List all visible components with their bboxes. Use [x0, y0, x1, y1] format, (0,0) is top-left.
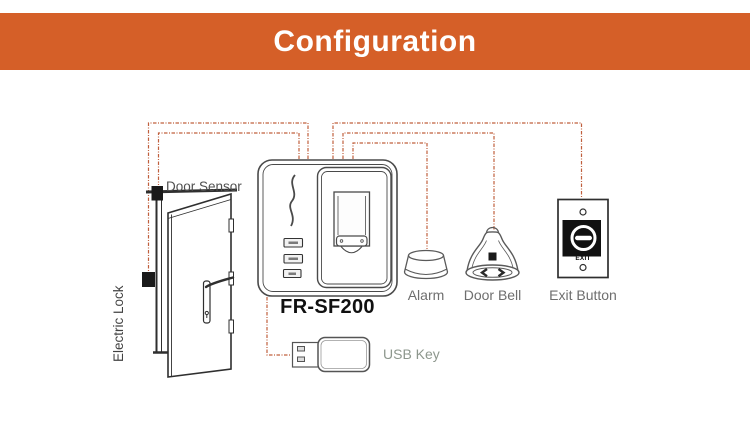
- usb-key-label: USB Key: [383, 346, 440, 362]
- wave-decoration-icon: [289, 174, 296, 227]
- door-sensor-icon: [151, 186, 163, 201]
- fingerprint-device-icon: [257, 159, 398, 297]
- fingerprint-window-icon: [316, 166, 392, 289]
- wire-usb-key: [266, 297, 291, 356]
- device-model-label: FR-SF200: [280, 296, 375, 318]
- door-sensor-label: Door Sensor: [166, 179, 242, 194]
- wire-door-sensor: [157, 132, 300, 185]
- exit-button-label: Exit Button: [549, 287, 617, 303]
- electric-lock-icon: [142, 272, 155, 287]
- page-title: Configuration: [273, 24, 477, 58]
- door-bell-label: Door Bell: [463, 287, 522, 303]
- alarm-label: Alarm: [407, 287, 445, 303]
- electric-lock-label: Electric Lock: [111, 285, 126, 362]
- wire-electric-lock: [147, 122, 309, 271]
- door-illustration: [142, 186, 238, 378]
- screw-hole-icon: [579, 208, 587, 216]
- wire-exit-button: [332, 122, 583, 198]
- usb-key-icon: [291, 336, 371, 373]
- alarm-icon: [403, 249, 449, 280]
- wire-alarm: [352, 142, 428, 249]
- device-buttons: [282, 237, 304, 279]
- wires: [147, 122, 583, 356]
- screw-hole-icon: [579, 263, 587, 272]
- banner: Configuration: [0, 13, 750, 70]
- door-handle-icon: [202, 276, 235, 324]
- door-bell-icon: [465, 226, 520, 281]
- wire-door-bell: [342, 132, 495, 230]
- exit-button-icon: [557, 198, 609, 279]
- exit-plate-text: EXIT: [575, 255, 591, 262]
